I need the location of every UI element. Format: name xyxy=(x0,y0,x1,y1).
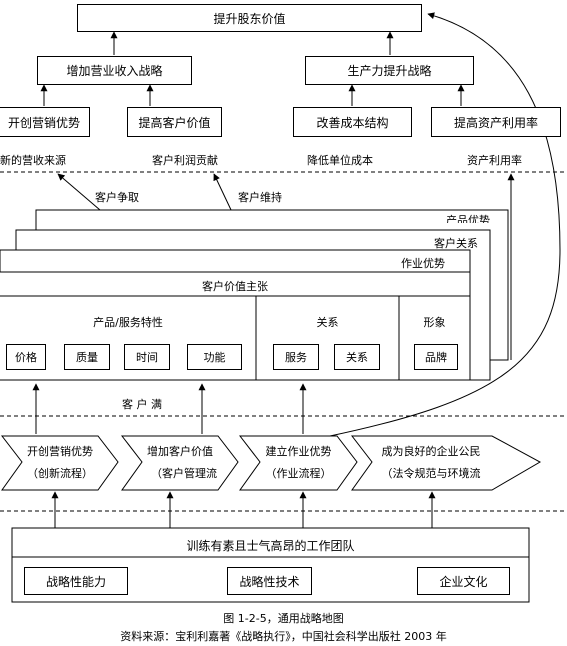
left-strategy-label: 增加营业收入战略 xyxy=(66,64,163,78)
figure-caption: 图 1-2-5，通用战略地图 xyxy=(223,612,344,625)
right-strategy-label: 生产力提升战略 xyxy=(347,64,432,78)
attr-brand: 品牌 xyxy=(425,351,447,364)
cap1-box: 战略性能力 xyxy=(24,567,128,595)
sub2-label: 提高客户价值 xyxy=(138,115,211,130)
sub1-box: 开创营销优势 xyxy=(0,107,90,137)
cap2-box: 战略性技术 xyxy=(227,567,312,595)
process-chevron-3 xyxy=(238,435,358,491)
sub4-label: 提高资产利用率 xyxy=(453,115,538,130)
label-unit-cost: 降低单位成本 xyxy=(307,154,373,167)
label-section-product: 产品/服务特性 xyxy=(93,316,163,329)
p3-title: 建立作业优势 xyxy=(265,445,332,458)
label-new-revenue: 新的营收来源 xyxy=(0,154,66,167)
label-customer-profit: 客户利润贡献 xyxy=(152,154,218,167)
p2-title: 增加客户价值 xyxy=(147,445,213,458)
label-acquire: 客户争取 xyxy=(95,191,139,204)
attr-function: 功能 xyxy=(203,351,226,364)
process-chevron-1 xyxy=(0,435,119,491)
attr-service-box: 服务 xyxy=(273,344,319,370)
goal-label: 提升股东价值 xyxy=(213,11,286,26)
label-satisfaction: 客 户 满 xyxy=(122,398,162,411)
arrow-curve-to-goal xyxy=(329,12,561,437)
arrow-acquire xyxy=(57,173,101,211)
p2-sub: （客户管理流 xyxy=(151,467,217,480)
cap3-label: 企业文化 xyxy=(439,574,488,589)
label-retain: 客户维持 xyxy=(238,191,282,204)
label-asset-utilization: 资产利用率 xyxy=(467,154,522,167)
sub4-box: 提高资产利用率 xyxy=(431,107,561,137)
label-section-relation: 关系 xyxy=(316,316,339,329)
attr-price: 价格 xyxy=(15,351,37,364)
attr-time: 时间 xyxy=(136,351,158,364)
attr-quality-box: 质量 xyxy=(64,344,110,370)
p4-title: 成为良好的企业公民 xyxy=(381,445,481,458)
goal-box: 提升股东价值 xyxy=(77,4,422,32)
attr-service: 服务 xyxy=(285,351,307,364)
label-layer-ops: 作业优势 xyxy=(401,257,445,270)
p4-sub: （法令规范与环境流 xyxy=(381,467,481,480)
label-section-image: 形象 xyxy=(423,316,446,329)
label-layer-relation: 客户关系 xyxy=(434,237,478,250)
label-layer-product: 产品优势 xyxy=(446,214,490,223)
sub2-box: 提高客户价值 xyxy=(127,107,222,137)
right-strategy-box: 生产力提升战略 xyxy=(305,56,474,85)
attr-price-box: 价格 xyxy=(6,344,46,370)
attr-function-box: 功能 xyxy=(187,344,242,370)
label-value-prop: 客户价值主张 xyxy=(202,280,268,293)
p1-title: 开创营销优势 xyxy=(27,445,93,458)
source-caption: 资料来源：宝利利嘉著《战略执行》，中国社会科学出版社 2003 年 xyxy=(120,630,447,643)
arrow-retain xyxy=(213,173,233,213)
p3-sub: （作业流程） xyxy=(265,467,332,480)
attr-relation-box: 关系 xyxy=(334,344,380,370)
sub1-label: 开创营销优势 xyxy=(7,115,80,130)
sub3-box: 改善成本结构 xyxy=(293,107,412,137)
attr-quality: 质量 xyxy=(76,351,98,364)
process-chevron-4 xyxy=(350,435,542,491)
sub3-label: 改善成本结构 xyxy=(316,115,389,130)
cap2-label: 战略性技术 xyxy=(239,574,300,589)
left-strategy-box: 增加营业收入战略 xyxy=(37,56,192,85)
attr-brand-box: 品牌 xyxy=(414,344,458,370)
cap1-label: 战略性能力 xyxy=(45,574,106,589)
attr-relation: 关系 xyxy=(346,351,368,364)
cap3-box: 企业文化 xyxy=(417,567,510,595)
attr-time-box: 时间 xyxy=(124,344,170,370)
p1-sub: （创新流程） xyxy=(27,467,93,480)
process-chevron-2 xyxy=(120,435,239,491)
learning-team: 训练有素且士气高昂的工作团队 xyxy=(186,539,355,553)
